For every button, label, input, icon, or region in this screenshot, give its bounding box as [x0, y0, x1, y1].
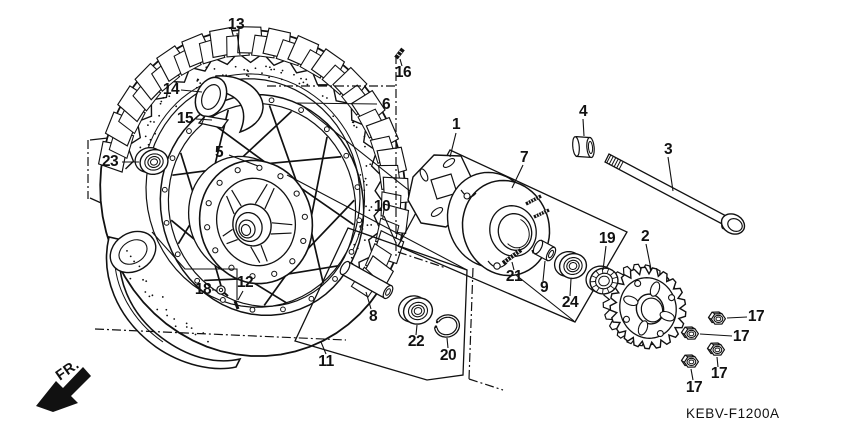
callout-5: 5 — [214, 143, 224, 161]
fr-arrow-icon — [36, 367, 91, 412]
callout-3: 3 — [663, 140, 673, 158]
part-driven-sprocket — [602, 263, 687, 350]
callout-13: 13 — [227, 15, 245, 33]
callout-24: 24 — [561, 293, 579, 311]
callout-18: 18 — [194, 280, 212, 298]
callout-17: 17 — [710, 364, 728, 382]
callout-6: 6 — [381, 95, 391, 113]
tire-lower-section — [105, 230, 242, 370]
callout-4: 4 — [578, 102, 588, 120]
part-spoke-nipple-detail — [216, 285, 240, 310]
callout-15: 15 — [176, 109, 194, 127]
group-box-collar-bearing — [294, 227, 468, 381]
callout-17: 17 — [732, 327, 750, 345]
callout-8: 8 — [368, 307, 378, 325]
leader-lines — [122, 32, 748, 381]
callout-17: 17 — [747, 307, 765, 325]
callout-23: 23 — [101, 152, 119, 170]
callout-9: 9 — [539, 278, 549, 296]
part-wheel-hub — [187, 155, 314, 285]
callout-1: 1 — [451, 115, 461, 133]
callout-19: 19 — [598, 229, 616, 247]
diagram-code: KEBV-F1200A — [686, 406, 780, 421]
callout-14: 14 — [162, 80, 180, 98]
callout-2: 2 — [640, 227, 650, 245]
part-lock-nuts — [680, 311, 727, 368]
small-parts — [339, 47, 746, 300]
callout-11: 11 — [318, 352, 334, 370]
tire-section-stipple — [126, 250, 209, 343]
callout-10: 10 — [373, 197, 391, 215]
callout-20: 20 — [439, 346, 457, 364]
callout-21: 21 — [505, 267, 523, 285]
callout-16: 16 — [394, 63, 412, 81]
assembly-lines — [94, 55, 575, 391]
bearings-and-seals — [134, 147, 619, 338]
callout-22: 22 — [407, 332, 425, 350]
callout-17: 17 — [685, 378, 703, 396]
callout-12: 12 — [236, 273, 254, 291]
callout-7: 7 — [519, 148, 529, 166]
part-bearing-holder — [446, 171, 551, 277]
